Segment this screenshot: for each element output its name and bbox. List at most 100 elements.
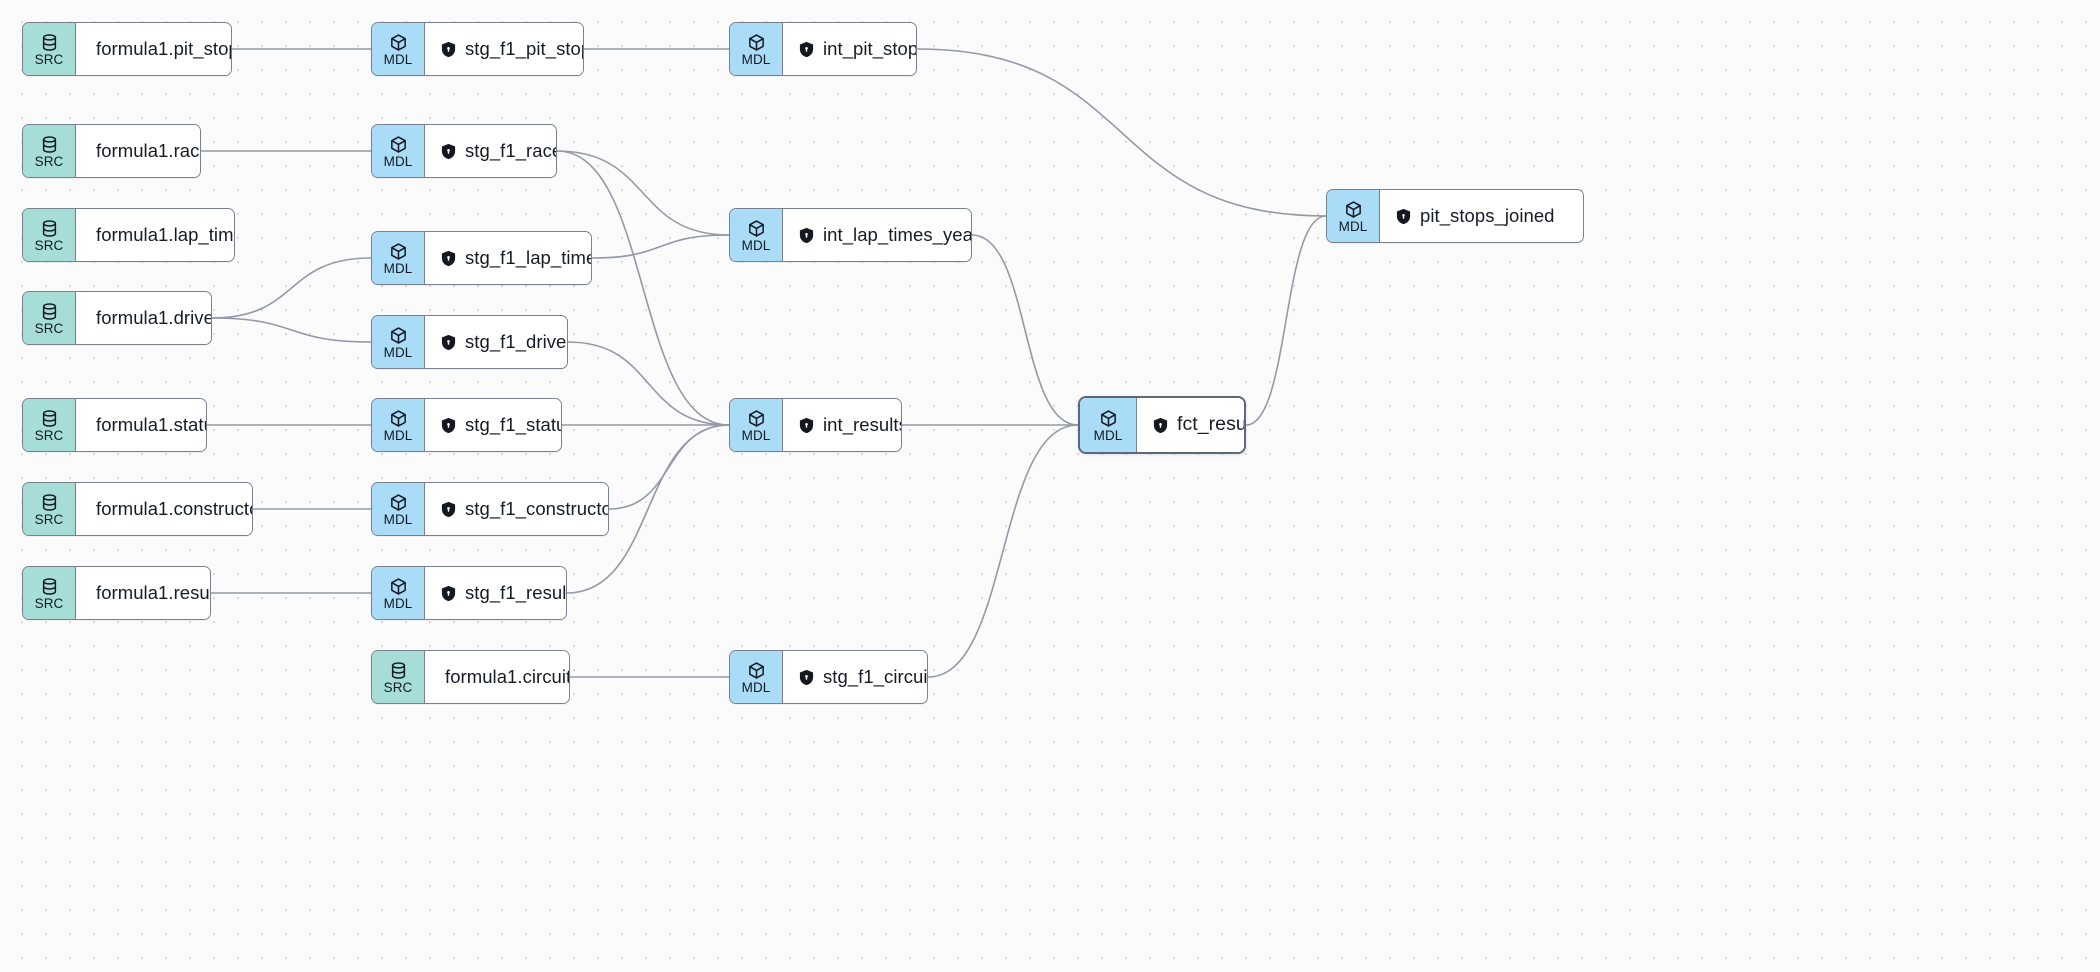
database-icon	[40, 302, 59, 321]
cube-icon	[389, 33, 408, 52]
graph-node-src_drivers[interactable]: SRC formula1.drivers	[22, 291, 212, 345]
shield-icon	[441, 417, 456, 434]
node-type-badge-src: SRC	[23, 399, 76, 451]
shield-icon	[1396, 208, 1411, 225]
node-body: formula1.results	[76, 567, 210, 619]
shield-icon	[799, 669, 814, 686]
node-label: formula1.pit_stops	[96, 37, 231, 59]
node-label: formula1.constructors	[96, 497, 252, 519]
node-body: formula1.status	[76, 399, 206, 451]
shield-icon	[1153, 417, 1168, 434]
edge-stg_circuits-to-fct_results	[927, 424, 1079, 678]
node-type-badge-label: MDL	[383, 260, 413, 276]
node-type-badge-label: SRC	[383, 679, 413, 695]
cube-icon	[1344, 200, 1363, 219]
node-body: formula1.drivers	[76, 292, 212, 344]
database-icon	[40, 493, 59, 512]
node-body: stg_f1_status	[425, 399, 561, 451]
shield-icon	[441, 143, 456, 160]
graph-node-fct_results[interactable]: MDL fct_results	[1078, 396, 1246, 454]
node-type-badge-label: SRC	[34, 237, 64, 253]
cube-icon	[389, 326, 408, 345]
graph-node-int_results[interactable]: MDL int_results	[729, 398, 902, 452]
node-label: formula1.lap_times	[96, 223, 234, 245]
node-type-badge-src: SRC	[23, 209, 76, 261]
shield-icon	[799, 227, 814, 244]
node-type-badge-label: MDL	[741, 237, 771, 253]
graph-node-src_lap_times[interactable]: SRC formula1.lap_times	[22, 208, 235, 262]
node-label: stg_f1_constructors	[465, 497, 608, 519]
edge-fct_results-to-pit_stops_joined	[1245, 215, 1327, 426]
node-label: stg_f1_drivers	[465, 330, 567, 352]
node-type-badge-mdl: MDL	[730, 23, 783, 75]
shield-icon	[441, 41, 456, 58]
node-body: stg_f1_drivers	[425, 316, 567, 368]
graph-node-stg_lap_times[interactable]: MDL stg_f1_lap_times	[371, 231, 592, 285]
node-body: pit_stops_joined	[1380, 190, 1583, 242]
cube-icon	[747, 33, 766, 52]
node-body: formula1.circuits	[425, 651, 570, 703]
node-type-badge-src: SRC	[372, 651, 425, 703]
node-body: int_results	[783, 399, 902, 451]
node-body: formula1.pit_stops	[76, 23, 231, 75]
node-label: stg_f1_results	[465, 581, 567, 603]
graph-node-src_pit_stops[interactable]: SRC formula1.pit_stops	[22, 22, 232, 76]
node-label: int_pit_stops	[823, 37, 916, 59]
node-body: stg_f1_pit_stops	[425, 23, 583, 75]
edge-stg_races-to-int_lap_times_years	[556, 150, 730, 236]
database-icon	[40, 33, 59, 52]
node-type-badge-mdl: MDL	[372, 316, 425, 368]
database-icon	[40, 135, 59, 154]
graph-node-stg_drivers[interactable]: MDL stg_f1_drivers	[371, 315, 568, 369]
node-body: fct_results	[1137, 398, 1244, 452]
node-label: int_results	[823, 413, 902, 435]
node-label: formula1.status	[96, 413, 206, 435]
graph-node-src_status[interactable]: SRC formula1.status	[22, 398, 207, 452]
node-type-badge-label: MDL	[741, 427, 771, 443]
edge-stg_lap_times-to-int_lap_times_years	[591, 234, 730, 259]
node-body: stg_f1_races	[425, 125, 556, 177]
shield-icon	[441, 585, 456, 602]
node-type-badge-mdl: MDL	[730, 651, 783, 703]
graph-node-int_pit_stops[interactable]: MDL int_pit_stops	[729, 22, 917, 76]
cube-icon	[389, 577, 408, 596]
shield-icon	[441, 501, 456, 518]
node-type-badge-label: SRC	[34, 320, 64, 336]
node-body: stg_f1_results	[425, 567, 567, 619]
node-type-badge-mdl: MDL	[1080, 398, 1137, 452]
graph-node-src_circuits[interactable]: SRC formula1.circuits	[371, 650, 570, 704]
node-type-badge-src: SRC	[23, 292, 76, 344]
node-type-badge-label: MDL	[383, 595, 413, 611]
edge-int_pit_stops-to-pit_stops_joined	[916, 48, 1327, 217]
node-type-badge-mdl: MDL	[730, 209, 783, 261]
node-body: stg_f1_constructors	[425, 483, 608, 535]
node-type-badge-label: MDL	[383, 344, 413, 360]
node-body: stg_f1_lap_times	[425, 232, 592, 284]
node-label: formula1.circuits	[445, 665, 570, 687]
node-type-badge-label: MDL	[1093, 427, 1123, 443]
shield-icon	[799, 417, 814, 434]
node-body: formula1.constructors	[76, 483, 252, 535]
node-type-badge-mdl: MDL	[372, 23, 425, 75]
node-body: formula1.races	[76, 125, 200, 177]
node-label: stg_f1_races	[465, 139, 556, 161]
node-label: formula1.drivers	[96, 306, 212, 328]
node-label: formula1.results	[96, 581, 210, 603]
cube-icon	[389, 409, 408, 428]
node-type-badge-src: SRC	[23, 23, 76, 75]
shield-icon	[441, 250, 456, 267]
node-type-badge-mdl: MDL	[372, 399, 425, 451]
node-label: stg_f1_lap_times	[465, 246, 592, 268]
graph-node-stg_results[interactable]: MDL stg_f1_results	[371, 566, 567, 620]
